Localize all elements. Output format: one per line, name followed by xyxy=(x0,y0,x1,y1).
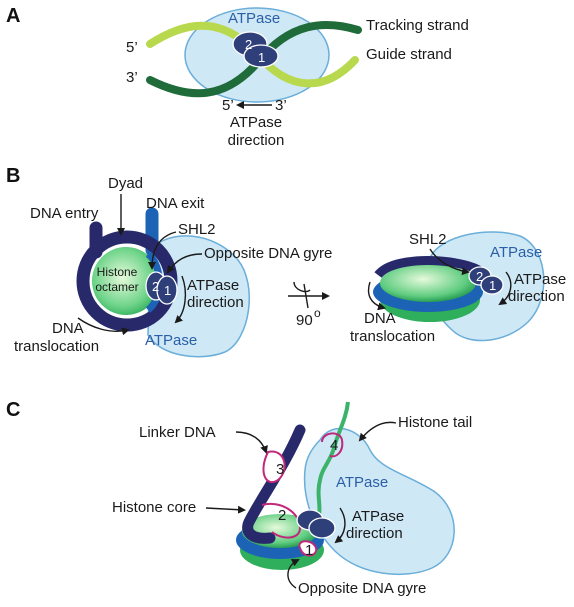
panel-b-letter: B xyxy=(6,165,20,187)
opposite-gyre-pointer-c xyxy=(287,559,300,589)
subunit-2-label-b: 2 xyxy=(152,279,159,294)
opposite-gyre-label-c: Opposite DNA gyre xyxy=(298,580,426,597)
subunit-1-c xyxy=(308,517,336,539)
shl2-pointer-b xyxy=(148,231,177,270)
contact-site-1 xyxy=(298,540,318,557)
shl2-label-b-right: SHL2 xyxy=(409,231,447,248)
atpase-dir-label-b-2: direction xyxy=(187,294,244,311)
histone-tail-c xyxy=(316,401,350,521)
rotation-axis-icon xyxy=(303,283,309,309)
site-1-label: 1 xyxy=(305,542,313,559)
contact-site-2 xyxy=(261,502,302,539)
atpase-label-b: ATPase xyxy=(145,332,197,349)
subunit-2-label-a: 2 xyxy=(245,37,252,52)
dyad-label: Dyad xyxy=(108,175,143,192)
subunit-2-label-b-right: 2 xyxy=(476,269,483,284)
guide-strand-label: Guide strand xyxy=(366,46,452,63)
histone-core-pointer xyxy=(205,505,246,514)
shl2-label-b: SHL2 xyxy=(178,221,216,238)
atpase-dir-label-c-1: ATPase xyxy=(352,508,404,525)
translocation-label-b-1: DNA xyxy=(52,320,84,337)
contact-site-4 xyxy=(321,432,344,458)
histone-octamer xyxy=(92,247,160,315)
dna-entry-label: DNA entry xyxy=(30,205,99,222)
subunit-1-b xyxy=(156,275,178,305)
panel-b: B Histone octamer 2 1 Dyad DNA entry DNA… xyxy=(6,165,332,358)
panel-c: C ATPase 2 3 1 4 Linker DNA Histone tail… xyxy=(6,399,472,597)
site-3-label: 3 xyxy=(276,461,284,478)
rotation-unit: o xyxy=(314,306,321,320)
rotation-label: 90 xyxy=(296,312,313,329)
subunit-1-label-b-right: 1 xyxy=(489,278,496,293)
atpase-label-c: ATPase xyxy=(336,474,388,491)
atpase-dir-arrow-c xyxy=(334,507,346,544)
histone-label-2: octamer xyxy=(95,280,138,294)
site-4-label: 4 xyxy=(330,437,338,454)
histone-core-label: Histone core xyxy=(112,499,196,516)
atpase-dir-label-b-1: ATPase xyxy=(187,277,239,294)
direction-five-label: 5’ xyxy=(222,97,234,114)
panel-b-rotated: ATPase 2 1 SHL2 ATPase direction DNA tra… xyxy=(350,231,566,345)
site-2-label: 2 xyxy=(278,507,286,524)
panel-a-letter: A xyxy=(6,5,20,27)
atpase-direction-label-1: ATPase xyxy=(230,114,282,131)
rotation-arc-icon xyxy=(293,281,311,293)
histone-tail-pointer xyxy=(358,421,397,442)
histone-label-1: Histone xyxy=(97,265,138,279)
translocation-label-b-right-2: translocation xyxy=(350,328,435,345)
atpase-domain-c xyxy=(303,427,455,576)
atpase-dir-label-b-right-1: ATPase xyxy=(514,271,566,288)
atpase-label-b-right: ATPase xyxy=(490,244,542,261)
five-prime-label: 5’ xyxy=(126,39,138,56)
atpase-dir-label-b-right-2: direction xyxy=(508,288,565,305)
linker-dna-pointer xyxy=(235,431,268,454)
subunit-1-a xyxy=(243,44,279,68)
direction-three-label: 3’ xyxy=(275,97,287,114)
panel-c-letter: C xyxy=(6,399,20,421)
atpase-dir-arrow-b xyxy=(174,275,187,324)
dna-exit-label: DNA exit xyxy=(146,195,205,212)
linker-dna-label: Linker DNA xyxy=(139,424,216,441)
subunit-1-label-b: 1 xyxy=(164,283,171,298)
atpase-label-a: ATPase xyxy=(228,10,280,27)
histone-disc-top xyxy=(380,264,476,302)
translocation-label-b-right-1: DNA xyxy=(364,310,396,327)
translocation-label-b-2: translocation xyxy=(14,338,99,355)
atpase-dir-arrow-b-right xyxy=(498,271,512,306)
atpase-direction-label-2: direction xyxy=(228,132,285,149)
opposite-gyre-pointer-b xyxy=(166,253,203,274)
subunit-1-b-right xyxy=(480,275,504,295)
translocation-arrow-b xyxy=(77,317,130,336)
linker-dna-c xyxy=(242,424,306,544)
subunit-1-label-a: 1 xyxy=(258,50,265,65)
opposite-gyre-label-b: Opposite DNA gyre xyxy=(204,245,332,262)
shl2-pointer-b-right xyxy=(429,248,470,276)
panel-a: A ATPase 2 1 Tracking strand Guide stran… xyxy=(6,5,469,149)
contact-site-3 xyxy=(262,450,286,483)
translocation-arrow-b-right xyxy=(367,281,386,311)
histone-tail-label: Histone tail xyxy=(398,414,472,431)
atpase-dir-label-c-2: direction xyxy=(346,525,403,542)
tracking-strand-label: Tracking strand xyxy=(366,17,469,34)
three-prime-label: 3’ xyxy=(126,69,138,86)
